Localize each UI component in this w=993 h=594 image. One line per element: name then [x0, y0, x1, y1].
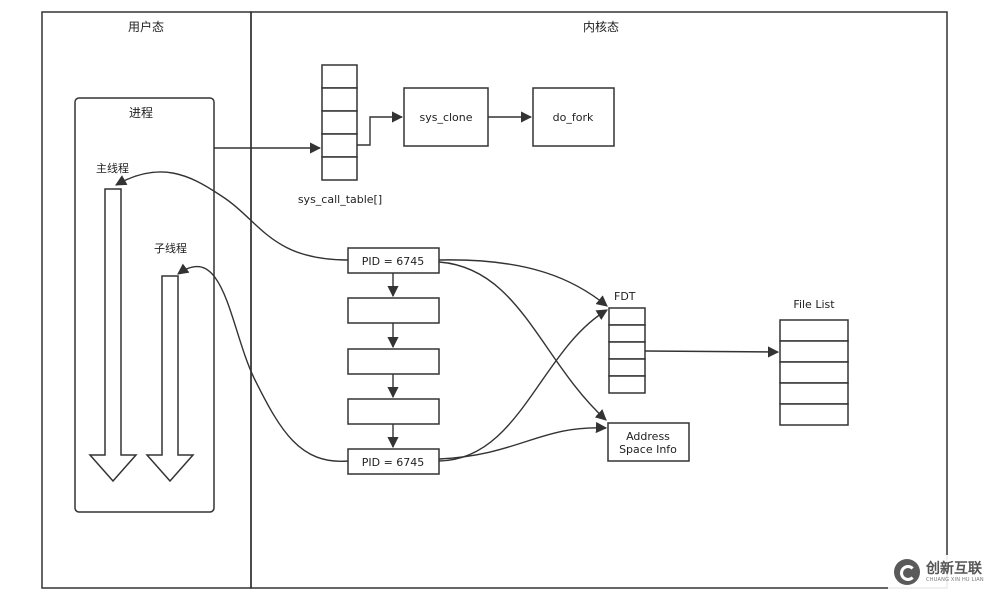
chuangxin-logo-icon: [894, 559, 920, 585]
kernel-space-region: [250, 11, 948, 589]
watermark: 创新互联 CHUANG XIN HU LIAN: [888, 555, 993, 589]
address-space-line2: Space Info: [619, 443, 677, 456]
watermark-name: 创新互联: [926, 560, 982, 577]
process-box: [74, 97, 215, 513]
do-fork-box: [532, 87, 615, 147]
address-space-line1: Address: [626, 430, 670, 443]
main-thread-arrow: [88, 188, 138, 483]
edge-syscall-to-clone: [357, 111, 404, 146]
address-space-box: [607, 422, 690, 462]
edge-pid-bottom-to-child-thread: [177, 263, 349, 462]
user-space-label: 用户态: [128, 19, 164, 34]
pid-bottom-label: PID = 6745: [362, 456, 425, 469]
edge-fdt-to-file-list: [644, 346, 780, 358]
pid-top-label: PID = 6745: [362, 255, 425, 268]
task-box-2: [347, 348, 440, 375]
edge-pid-bottom-to-fdt: [438, 309, 608, 462]
edge-pid-top-to-fdt: [438, 259, 608, 307]
pid-top-box: [347, 247, 440, 274]
task-box-1: [347, 297, 440, 324]
main-thread-label: 主线程: [96, 161, 129, 175]
sys-call-table-label: sys_call_table[]: [298, 193, 382, 206]
watermark-subtitle: CHUANG XIN HU LIAN: [926, 576, 984, 583]
task-box-3: [347, 398, 440, 425]
sys-clone-label: sys_clone: [419, 111, 472, 124]
file-list-table: [779, 319, 849, 426]
process-label: 进程: [129, 105, 153, 120]
edge-pid-top-to-main-thread: [115, 171, 349, 261]
do-fork-label: do_fork: [553, 111, 594, 124]
fdt-label: FDT: [614, 290, 636, 303]
file-list-label: File List: [793, 298, 835, 311]
pid-bottom-box: [347, 448, 440, 475]
sys-call-table: [321, 64, 358, 181]
child-thread-label: 子线程: [154, 241, 187, 255]
child-thread-arrow: [145, 275, 195, 483]
kernel-space-label: 内核态: [583, 20, 619, 34]
fdt-table: [608, 307, 646, 394]
edge-pid-top-to-address: [438, 261, 607, 421]
edge-pid-bottom-to-address: [438, 421, 608, 460]
